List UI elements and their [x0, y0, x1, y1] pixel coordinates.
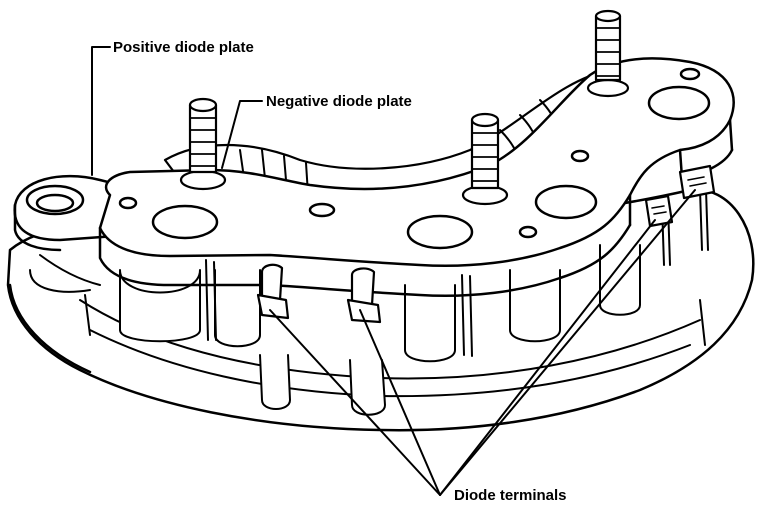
- leader-positive: [91, 46, 111, 176]
- diode-pins: [205, 189, 709, 357]
- leader-terminals: [269, 189, 696, 496]
- leader-lines: [91, 46, 696, 496]
- stud-right: [586, 9, 630, 98]
- stud-middle: [461, 112, 509, 206]
- label-diode-terminals: Diode terminals: [454, 487, 567, 504]
- leader-negative: [221, 100, 263, 169]
- positive-diode-plate: [98, 57, 735, 298]
- label-negative-diode-plate: Negative diode plate: [266, 93, 412, 110]
- diode-terminal-clips: [256, 164, 716, 324]
- stud-left: [179, 97, 227, 191]
- label-positive-diode-plate: Positive diode plate: [113, 39, 254, 56]
- threaded-studs: [179, 9, 630, 206]
